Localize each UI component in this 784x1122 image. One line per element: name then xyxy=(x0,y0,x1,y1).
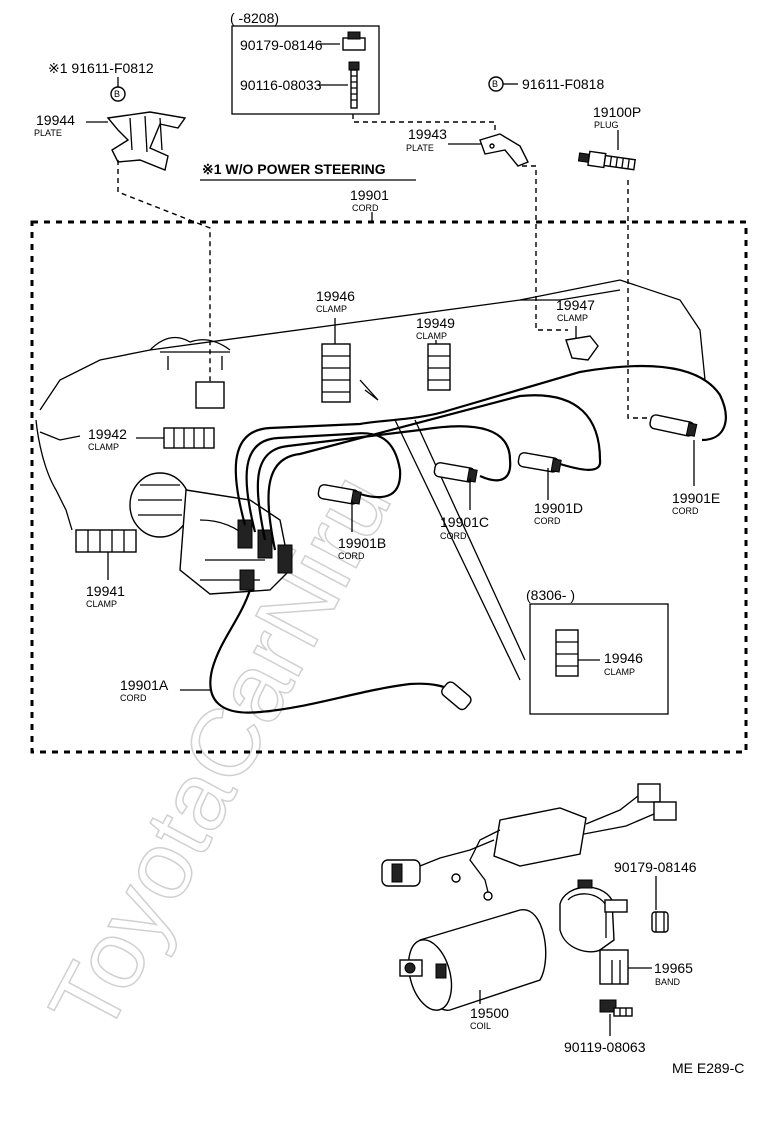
inset-top-box: ( -8208) 90179-08146 90116-08033 xyxy=(230,10,380,115)
label-19943-name: PLATE xyxy=(406,143,434,153)
inset-top-part-b: 90116-08033 xyxy=(240,77,322,93)
label-19946: 19946 CLAMP xyxy=(316,288,355,314)
inset-bottom-range: (8306- ) xyxy=(526,587,575,603)
inset-bottom-part-no: 19946 xyxy=(604,650,643,666)
cord-boot-19901C xyxy=(433,462,478,483)
label-19901: 19901 CORD xyxy=(350,187,389,213)
label-19901-no: 19901 xyxy=(350,187,389,203)
label-19901-name: CORD xyxy=(352,203,379,213)
label-19942-name: CLAMP xyxy=(88,442,119,452)
diagram-code: ME E289-C xyxy=(672,1060,744,1076)
label-19901E-name: CORD xyxy=(672,506,699,516)
label-19901E-no: 19901E xyxy=(672,490,720,506)
inset-bottom-part-name: CLAMP xyxy=(604,667,635,677)
label-19901C-name: CORD xyxy=(440,531,467,541)
note-title: ※1 W/O POWER STEERING xyxy=(202,161,386,177)
coil-harness-drawing xyxy=(381,783,677,901)
label-19901D-no: 19901D xyxy=(534,500,583,516)
distributor-drawing xyxy=(129,472,293,595)
plate-19943-drawing xyxy=(479,133,529,167)
label-19949: 19949 CLAMP xyxy=(416,315,455,341)
label-19901B: 19901B CORD xyxy=(338,500,386,561)
cord-set-boundary xyxy=(30,220,748,754)
plate-19944-drawing xyxy=(106,111,187,171)
label-19941: 19941 CLAMP xyxy=(86,583,125,609)
label-19901D-name: CORD xyxy=(534,516,561,526)
label-19946-name: CLAMP xyxy=(316,304,347,314)
label-19942-no: 19942 xyxy=(88,426,127,442)
cord-boot-19901E xyxy=(649,414,698,437)
label-19965-no: 19965 xyxy=(654,960,693,976)
label-19901C: 19901C CORD xyxy=(440,478,489,541)
inset-top-range: ( -8208) xyxy=(230,10,279,26)
label-19500: 19500 COIL xyxy=(470,1005,509,1031)
callout-b-left: ※1 91611-F0812 B xyxy=(48,60,154,102)
bolt-icon xyxy=(348,61,360,109)
label-19901B-name: CORD xyxy=(338,551,365,561)
cord-boot-19901D xyxy=(517,452,562,473)
inset-top-part-a: 90179-08146 xyxy=(240,37,323,53)
label-19947-name: CLAMP xyxy=(557,313,588,323)
label-19946-no: 19946 xyxy=(316,288,355,304)
label-19901A: 19901A CORD xyxy=(120,677,212,703)
label-19901C-no: 19901C xyxy=(440,514,489,530)
clamp-19946-drawing xyxy=(321,343,351,403)
label-19901E: 19901E CORD xyxy=(672,440,720,516)
engine-outline xyxy=(35,279,706,681)
label-19943: 19943 PLATE xyxy=(406,126,447,153)
clamp-19949-drawing xyxy=(427,343,451,391)
label-19100P-name: PLUG xyxy=(594,120,619,130)
clamp-19942-drawing xyxy=(163,427,215,449)
label-19965: 19965 BAND xyxy=(654,960,693,987)
label-19100P: 19100P PLUG xyxy=(593,104,641,130)
label-nut-90179: 90179-08146 xyxy=(614,859,697,875)
label-19947-no: 19947 xyxy=(556,297,595,313)
spark-plug-drawing xyxy=(577,150,636,171)
label-19500-name: COIL xyxy=(470,1021,491,1031)
label-19949-no: 19949 xyxy=(416,315,455,331)
clamp-19947-drawing xyxy=(565,335,599,361)
label-19942: 19942 CLAMP xyxy=(88,426,127,452)
label-19941-no: 19941 xyxy=(86,583,125,599)
label-19901B-no: 19901B xyxy=(338,535,386,551)
label-19944: 19944 PLATE xyxy=(34,112,75,138)
cord-boot-19901B xyxy=(317,484,362,505)
label-19965-name: BAND xyxy=(655,977,681,987)
bolt-90119-drawing xyxy=(599,999,633,1017)
label-bolt-90119: 90119-08063 xyxy=(564,1039,646,1055)
callout-b-right: B 91611-F0818 xyxy=(488,76,604,92)
coil-19500-drawing xyxy=(399,909,547,1011)
callout-b-left-text: ※1 91611-F0812 xyxy=(48,60,154,76)
label-19901A-name: CORD xyxy=(120,693,147,703)
cord-set-wires xyxy=(209,364,727,714)
nut-90179-drawing xyxy=(651,911,669,933)
label-19100P-no: 19100P xyxy=(593,104,641,120)
label-19949-name: CLAMP xyxy=(416,331,447,341)
label-19944-name: PLATE xyxy=(34,128,62,138)
label-19500-no: 19500 xyxy=(470,1005,509,1021)
inset-bottom-box: (8306- ) 19946 CLAMP xyxy=(526,587,669,715)
callout-b-left-letter: B xyxy=(114,89,120,99)
label-19943-no: 19943 xyxy=(408,126,447,142)
label-19944-no: 19944 xyxy=(36,112,75,128)
callout-b-right-letter: B xyxy=(492,79,498,89)
band-19965-drawing xyxy=(559,879,629,985)
callout-b-right-text: 91611-F0818 xyxy=(522,76,604,92)
clamp-19941-drawing xyxy=(75,529,137,553)
label-19941-name: CLAMP xyxy=(86,599,117,609)
label-19901A-no: 19901A xyxy=(120,677,169,693)
cord-boot-19901A xyxy=(441,681,472,711)
label-19901D: 19901D CORD xyxy=(534,468,583,526)
label-19947: 19947 CLAMP xyxy=(556,297,595,323)
nut-icon xyxy=(342,31,366,51)
